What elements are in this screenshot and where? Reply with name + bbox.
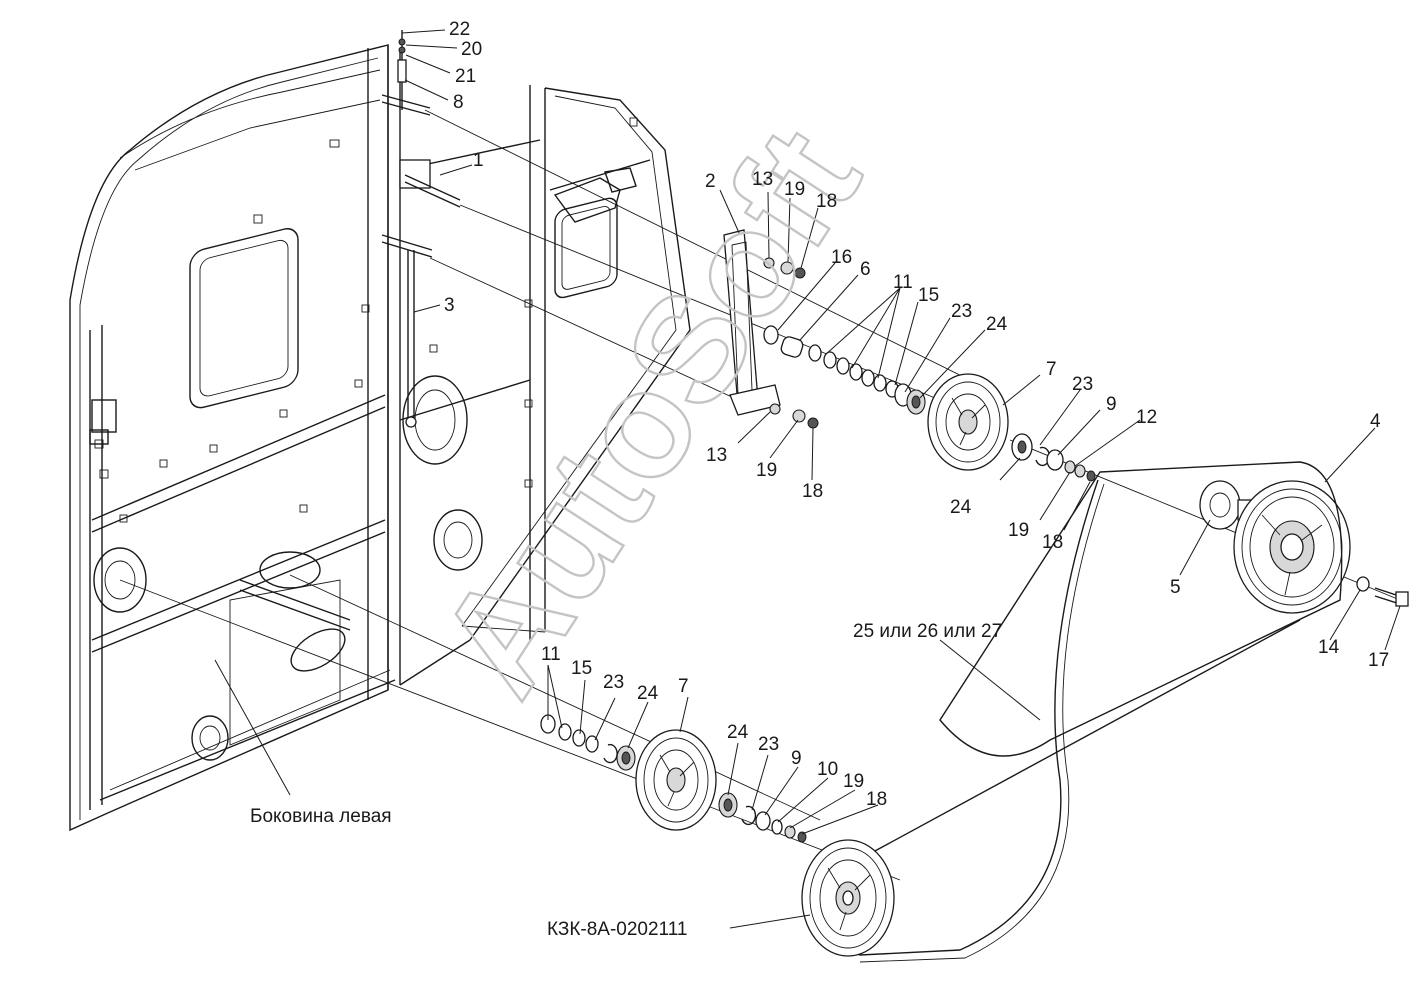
large-pulley-4 <box>1233 480 1351 614</box>
label-16: 16 <box>831 247 852 268</box>
label-18-lower-right: 18 <box>866 789 887 810</box>
label-22: 22 <box>449 19 470 40</box>
label-4: 4 <box>1370 411 1381 432</box>
label-23-lower-right: 23 <box>758 734 779 755</box>
label-17: 17 <box>1368 650 1389 671</box>
upper-pulley-7 <box>927 373 1009 471</box>
label-belt-25-26-27: 25 или 26 или 27 <box>853 621 1002 642</box>
bottom-pulley-kzk <box>801 839 895 957</box>
label-15-upper: 15 <box>918 285 939 306</box>
label-19-upper: 19 <box>784 179 805 200</box>
upper-right-washers <box>1011 433 1096 482</box>
label-24-lower-right: 24 <box>727 722 749 743</box>
label-23-upper: 23 <box>951 301 972 322</box>
label-11-lower: 11 <box>541 644 561 665</box>
caption-pulley-part-number: КЗК-8А-0202111 <box>547 919 687 940</box>
label-19-right: 19 <box>1008 520 1029 541</box>
label-5: 5 <box>1170 577 1181 598</box>
label-12: 12 <box>1136 407 1157 428</box>
label-18-right: 18 <box>1042 532 1063 553</box>
leader-lines <box>214 29 1401 929</box>
label-19-lower: 19 <box>756 460 777 481</box>
label-21: 21 <box>455 66 476 87</box>
lower-pulley-7 <box>635 729 717 831</box>
label-13-lower: 13 <box>706 445 727 466</box>
label-11-upper: 11 <box>893 272 913 293</box>
rods-and-shafts <box>239 30 461 631</box>
label-6: 6 <box>860 259 871 280</box>
label-2: 2 <box>705 171 716 192</box>
label-10: 10 <box>817 759 838 780</box>
label-24-upper: 24 <box>986 314 1008 335</box>
label-18-upper: 18 <box>816 191 837 212</box>
label-20: 20 <box>461 39 482 60</box>
side-panel-left <box>69 44 691 832</box>
label-18-lower: 18 <box>802 481 823 502</box>
upper-bracket-2 <box>723 229 781 416</box>
caption-side-panel: Боковина левая <box>250 806 392 827</box>
label-13-upper: 13 <box>752 169 773 190</box>
lower-washers <box>540 714 636 771</box>
label-8: 8 <box>453 92 464 113</box>
label-15-lower: 15 <box>571 658 592 679</box>
label-19-lower-right: 19 <box>843 771 864 792</box>
label-9-upper: 9 <box>1106 394 1117 415</box>
label-23-right: 23 <box>1072 374 1093 395</box>
label-14: 14 <box>1318 637 1340 658</box>
lower-right-washers <box>718 792 807 843</box>
label-24-right: 24 <box>950 497 972 518</box>
label-24-lower: 24 <box>637 683 659 704</box>
captions: Боковина левая КЗК-8А-0202111 <box>250 806 687 940</box>
label-7-lower: 7 <box>678 676 689 697</box>
part-labels: 22 20 21 8 1 3 2 13 19 18 16 6 11 15 23 … <box>444 19 1389 810</box>
label-1: 1 <box>473 150 484 171</box>
label-3: 3 <box>444 295 455 316</box>
bolt-14-17 <box>1356 576 1409 607</box>
label-23-lower: 23 <box>603 672 624 693</box>
label-9-lower: 9 <box>791 748 802 769</box>
label-7-upper: 7 <box>1046 359 1057 380</box>
